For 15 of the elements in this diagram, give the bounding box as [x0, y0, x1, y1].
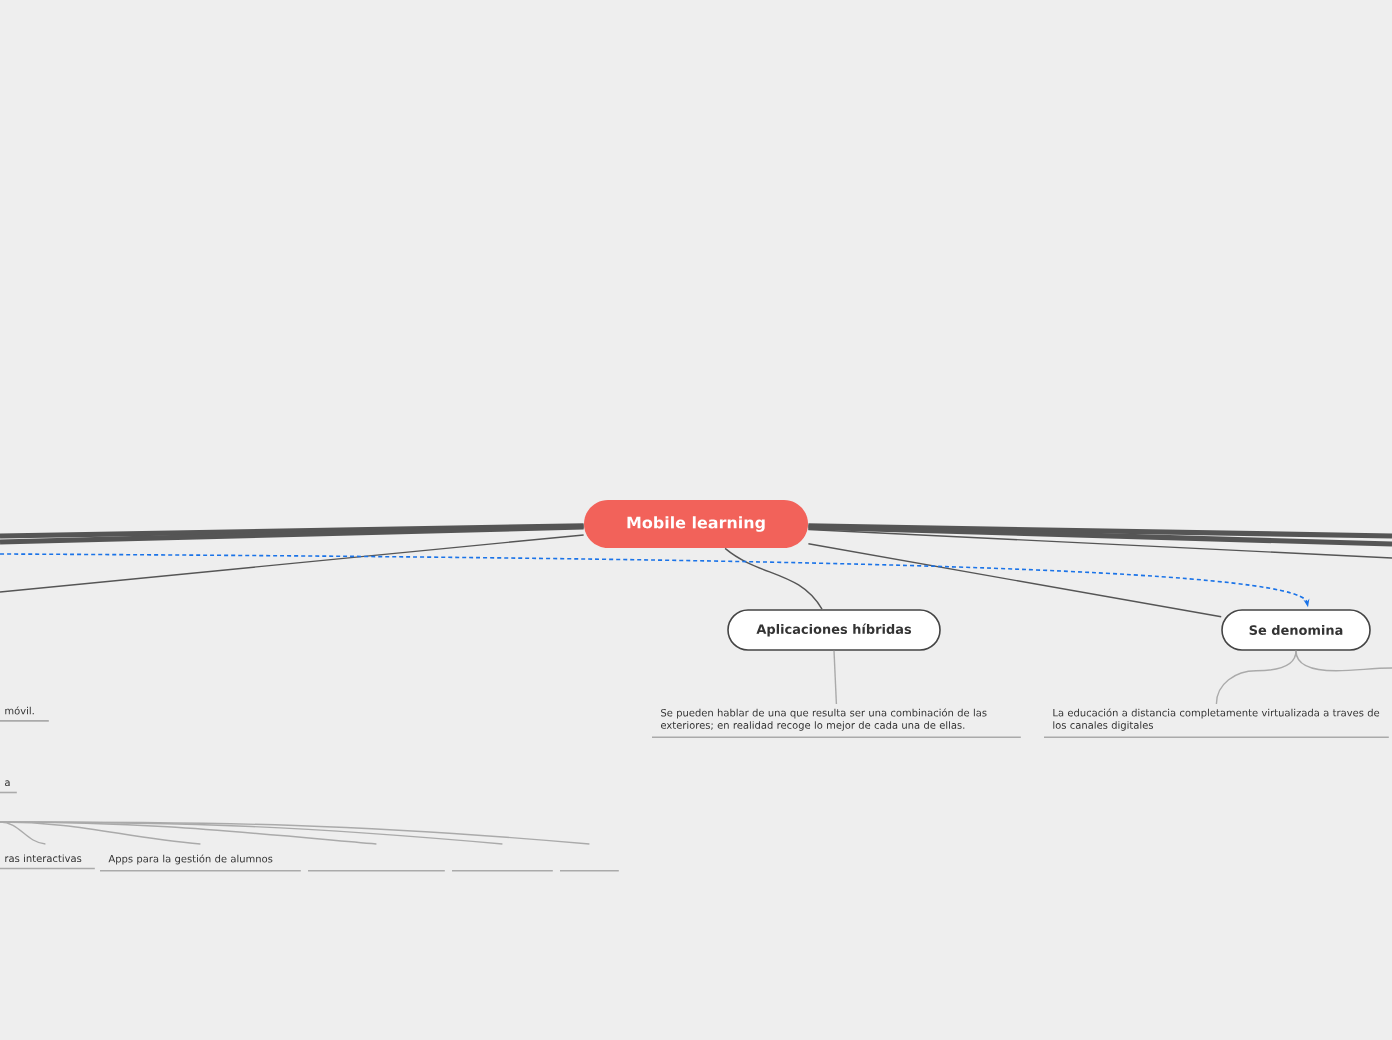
connector: [1295, 650, 1392, 672]
connector: [0, 821, 47, 845]
underline: [451, 870, 554, 872]
connector: [1215, 650, 1297, 705]
connector: [807, 543, 1222, 618]
connector: [0, 523, 584, 539]
connector: [808, 524, 1392, 547]
connector: [724, 547, 823, 610]
connector: [833, 650, 838, 705]
underline: [307, 870, 446, 872]
connector: [807, 528, 1392, 559]
connector: [0, 534, 585, 593]
connector: [0, 524, 584, 545]
underline: [559, 870, 620, 872]
connector: [808, 523, 1392, 539]
